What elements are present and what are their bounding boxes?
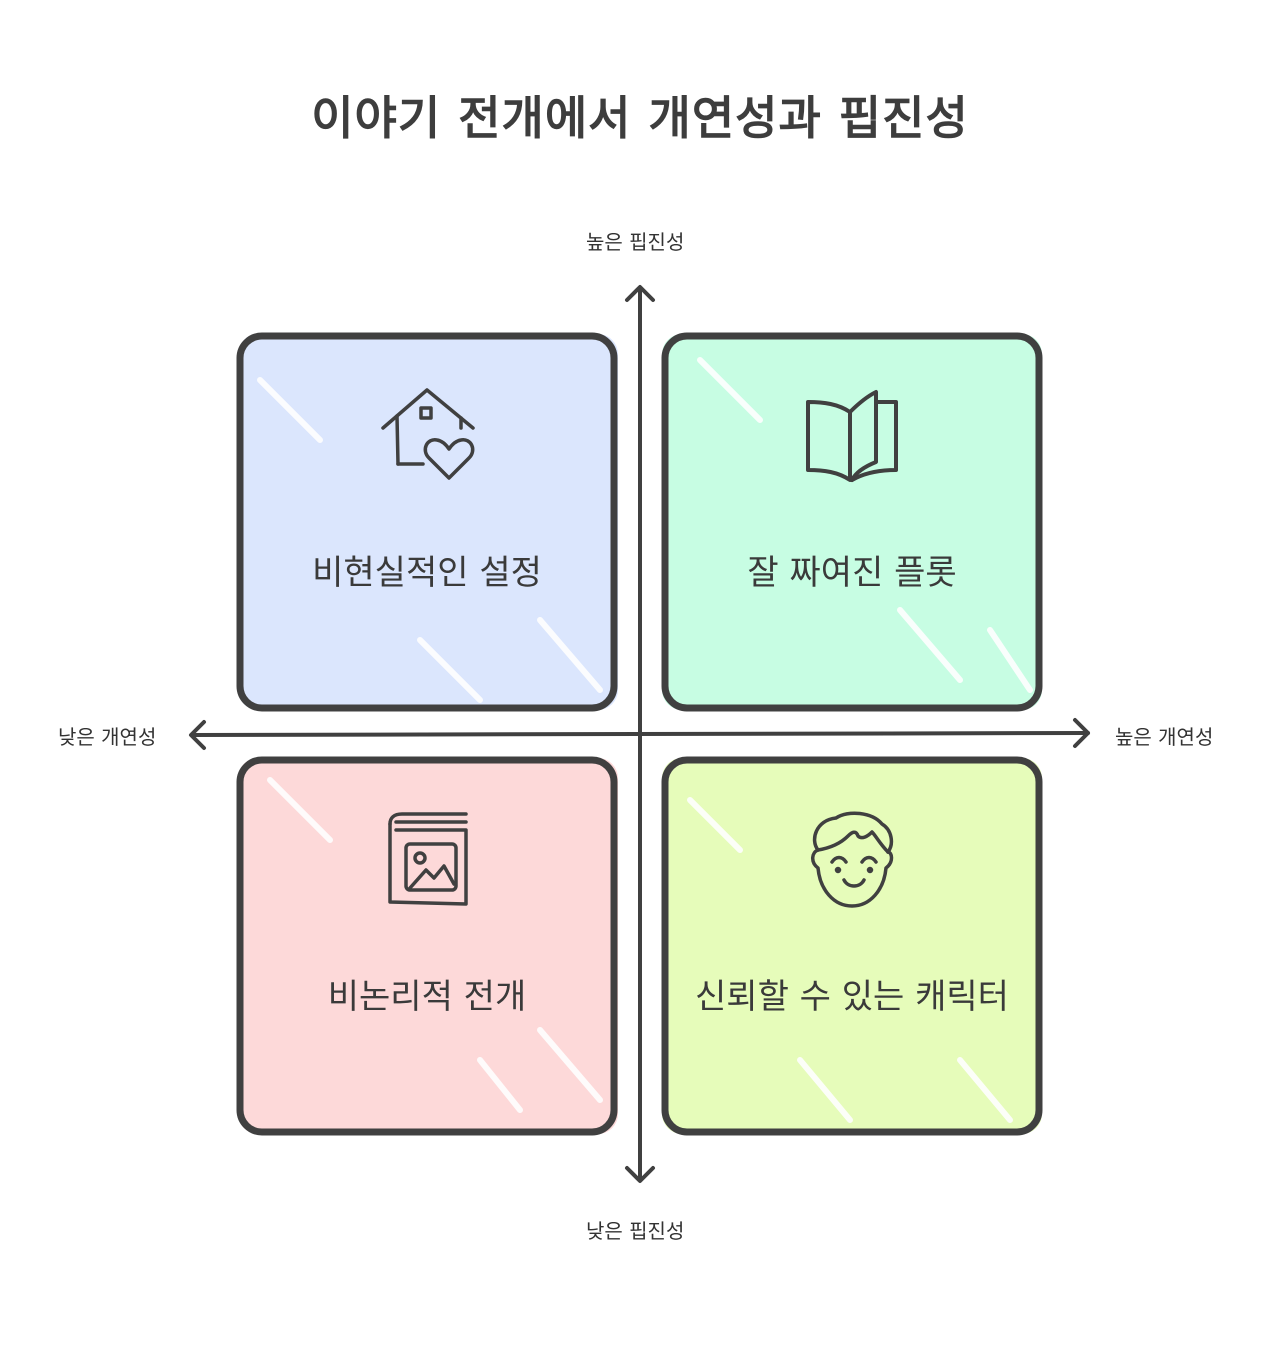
quadrant-borders	[236, 332, 1043, 1136]
picture-book-icon	[372, 805, 482, 915]
axes	[189, 285, 1090, 1183]
quadrant-fills	[238, 334, 1042, 1134]
smiling-face-icon	[797, 805, 907, 915]
axis-label-low-plausibility: 낮은 개연성	[58, 725, 157, 749]
diagram-title: 이야기 전개에서 개연성과 핍진성	[311, 91, 969, 145]
axis-label-low-verisimilitude: 낮은 핍진성	[586, 1219, 685, 1243]
house-heart-icon	[372, 381, 482, 491]
quadrant-label: 비논리적 전개	[327, 977, 527, 1017]
quadrant-top-left: 비현실적인 설정	[241, 337, 613, 709]
quadrant-bottom-left: 비논리적 전개	[241, 761, 613, 1133]
open-book-icon	[797, 381, 907, 491]
axis-label-high-verisimilitude: 높은 핍진성	[586, 230, 685, 254]
quadrant-label: 신뢰할 수 있는 캐릭터	[695, 977, 1009, 1017]
quadrant-top-right: 잘 짜여진 플롯	[666, 337, 1038, 709]
quadrant-label: 비현실적인 설정	[312, 553, 542, 593]
axis-label-high-plausibility: 높은 개연성	[1115, 725, 1214, 749]
quadrant-label: 잘 짜여진 플롯	[747, 553, 957, 593]
quadrant-bottom-right: 신뢰할 수 있는 캐릭터	[666, 761, 1038, 1133]
